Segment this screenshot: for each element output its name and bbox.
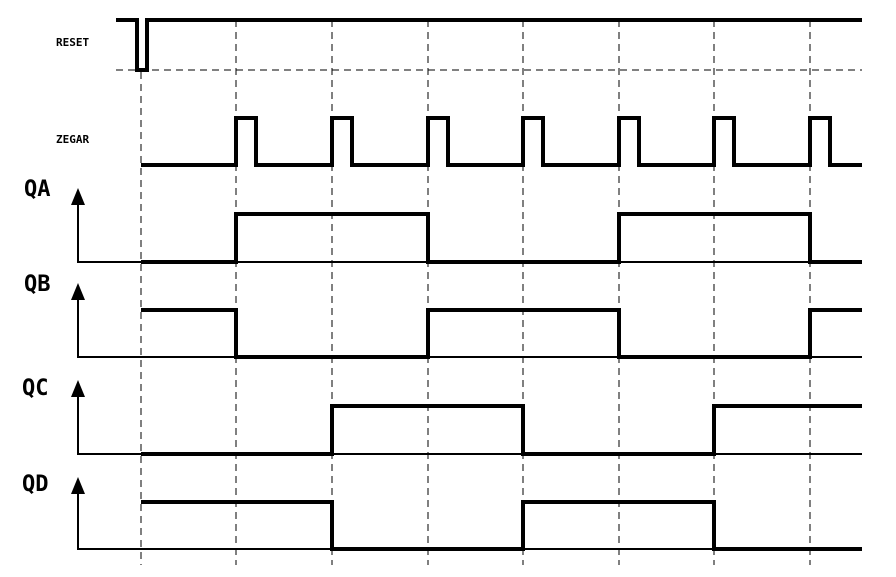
waveform-zegar (141, 116, 862, 167)
axis-arrow-qc (71, 380, 85, 397)
signal-label-zegar: ZEGAR (56, 133, 89, 146)
waveform-qa (141, 212, 862, 264)
signal-label-reset: RESET (56, 36, 89, 49)
waveform-qb (141, 308, 862, 359)
waveform-reset (116, 18, 862, 72)
signal-label-qb: QB (24, 272, 51, 297)
axis-arrow-qa (71, 188, 85, 205)
axis-arrow-qd (71, 477, 85, 494)
waveform-qd (141, 500, 862, 551)
time-guides (116, 20, 862, 565)
signal-label-qa: QA (24, 177, 51, 202)
signal-label-qd: QD (22, 472, 49, 497)
axis-arrow-qb (71, 283, 85, 300)
signal-label-qc: QC (22, 376, 49, 401)
waveform-qc (141, 404, 862, 456)
